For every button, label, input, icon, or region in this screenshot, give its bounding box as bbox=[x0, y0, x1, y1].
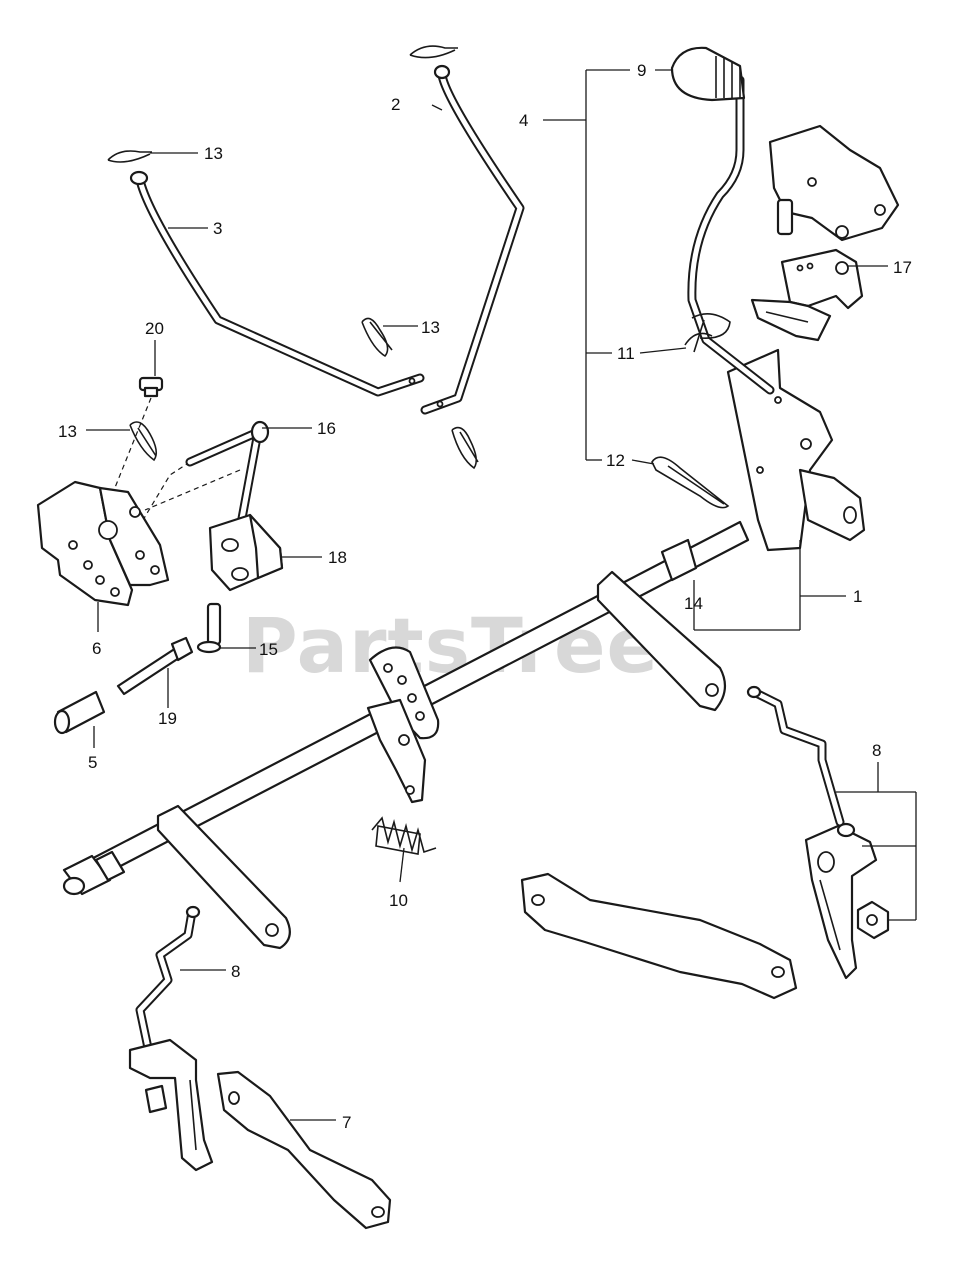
hairpin-clip-13-top bbox=[107, 150, 152, 163]
callout-16: 16 bbox=[317, 419, 336, 438]
callout-labels: 1 2 3 4 5 6 7 8 8 9 10 11 12 13 13 13 14… bbox=[58, 61, 912, 1132]
callout-4: 4 bbox=[519, 111, 528, 130]
lift-rod-2 bbox=[420, 64, 525, 415]
hairpin-12 bbox=[651, 456, 730, 509]
latch-bracket-17 bbox=[750, 124, 900, 342]
pin-16 bbox=[185, 420, 270, 545]
callout-9: 9 bbox=[637, 61, 646, 80]
callout-20: 20 bbox=[145, 319, 164, 338]
pin-15 bbox=[196, 602, 222, 654]
callout-12: 12 bbox=[606, 451, 625, 470]
hanger-8-left bbox=[128, 905, 214, 1172]
link-bar-7-right bbox=[520, 872, 798, 1000]
spring-10 bbox=[371, 816, 437, 855]
leader-lines bbox=[86, 69, 917, 1121]
hairpin-clip-13-mid bbox=[361, 317, 393, 358]
callout-11: 11 bbox=[617, 344, 635, 363]
callout-18: 18 bbox=[328, 548, 347, 567]
callout-7: 7 bbox=[342, 1113, 351, 1132]
callout-13-mid: 13 bbox=[421, 318, 440, 337]
callout-6: 6 bbox=[92, 639, 101, 658]
bolt-20 bbox=[138, 376, 164, 398]
callout-2: 2 bbox=[391, 95, 400, 114]
bolt-19 bbox=[116, 636, 194, 696]
callout-5: 5 bbox=[88, 753, 97, 772]
callout-17: 17 bbox=[893, 258, 912, 277]
hairpin-clip-lower bbox=[451, 426, 479, 470]
block-18 bbox=[208, 513, 284, 592]
callout-10: 10 bbox=[389, 891, 408, 910]
callout-13-top: 13 bbox=[204, 144, 223, 163]
hairpin-clip-13-left bbox=[129, 421, 158, 462]
callout-1: 1 bbox=[853, 587, 862, 606]
callout-3: 3 bbox=[213, 219, 222, 238]
callout-13-left: 13 bbox=[58, 422, 77, 441]
adjuster-plate bbox=[366, 646, 440, 804]
bracket-6 bbox=[36, 480, 170, 607]
callout-19: 19 bbox=[158, 709, 177, 728]
hanger-8-right bbox=[746, 685, 890, 980]
callout-14: 14 bbox=[684, 594, 703, 613]
spring-clip-11 bbox=[684, 313, 731, 353]
callout-8-right: 8 bbox=[872, 741, 881, 760]
link-bar-7-left bbox=[216, 1070, 392, 1230]
spacer-5 bbox=[53, 690, 106, 735]
hairpin-clip-top-2 bbox=[409, 45, 458, 59]
lift-handle-4 bbox=[670, 46, 775, 395]
callout-8-left: 8 bbox=[231, 962, 240, 981]
callout-15: 15 bbox=[259, 640, 278, 659]
lift-rod-3 bbox=[129, 170, 425, 397]
